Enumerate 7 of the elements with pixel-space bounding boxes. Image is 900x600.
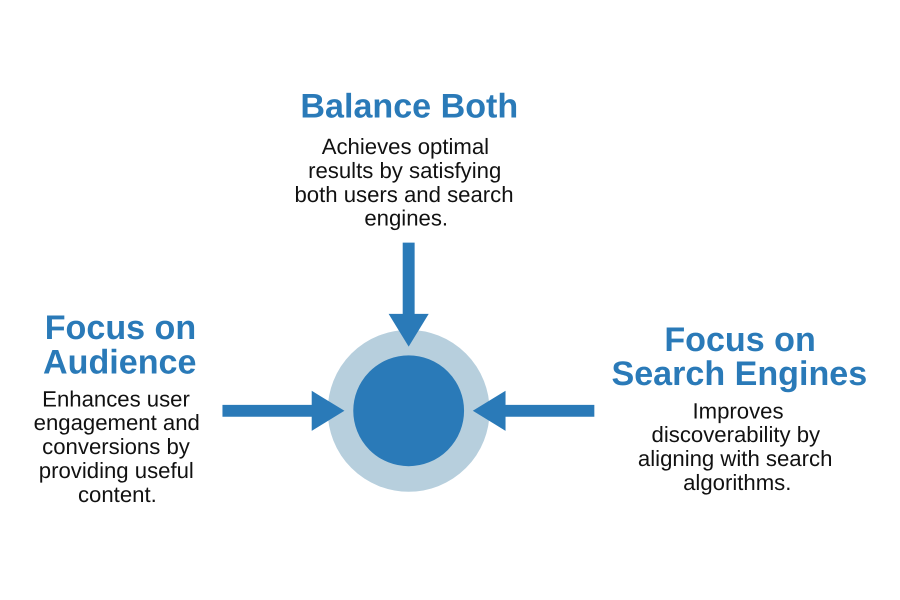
arrow (222, 390, 344, 431)
arrow (388, 242, 429, 347)
node-text: Focus on Search Engines Improves discoverability by aligning with search algorithms. (612, 321, 868, 495)
node-circle (328, 330, 490, 492)
arrow (472, 390, 594, 431)
node-text: Balance Both Achieves optimal results by satisfying both users and search engines. (294, 88, 518, 231)
node-text: Focus on Audience Enhances user engagement and conversions by providing useful content. (34, 309, 200, 507)
